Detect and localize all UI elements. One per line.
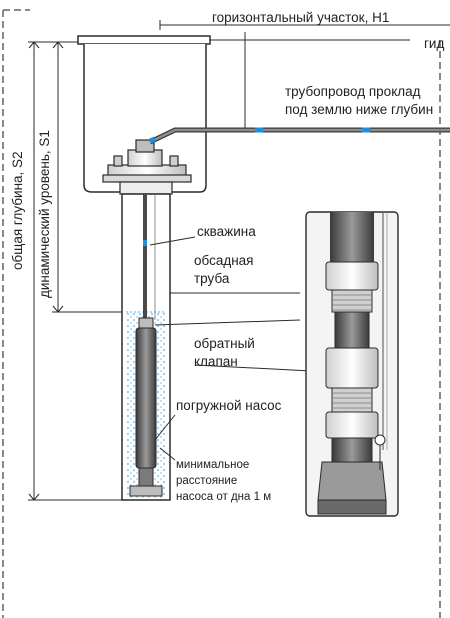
well-head bbox=[102, 139, 192, 195]
vertical-dimension-lines bbox=[28, 41, 125, 501]
label-submersible-pump: погружной насос bbox=[176, 398, 282, 413]
check-valve-detail bbox=[305, 211, 399, 517]
label-casing-line2: труба bbox=[194, 271, 230, 286]
label-pipeline-line2: под землю ниже глубин bbox=[285, 102, 434, 117]
label-min-distance-line3: насоса от дна 1 м bbox=[176, 491, 272, 503]
label-pipeline-line1: трубопровод проклад bbox=[285, 84, 421, 99]
label-horizontal-section: горизонтальный участок, H1 bbox=[212, 10, 390, 25]
label-dynamic-level: динамический уровень, S1 bbox=[37, 130, 52, 298]
drop-pipe bbox=[143, 194, 156, 320]
label-min-distance-line2: расстояние bbox=[176, 475, 238, 487]
horizontal-dimension-line bbox=[159, 20, 450, 130]
label-check-valve-line2: клапан bbox=[194, 354, 238, 369]
outlet-pipe bbox=[148, 127, 450, 145]
submersible-pump bbox=[129, 317, 163, 497]
label-check-valve-line1: обратный bbox=[194, 336, 255, 351]
label-casing-line1: обсадная bbox=[194, 253, 254, 268]
label-total-depth: общая глубина, S2 bbox=[10, 151, 25, 270]
label-hydro-cut: гид bbox=[424, 36, 445, 51]
label-well: скважина bbox=[197, 224, 256, 239]
label-min-distance-line1: минимальное bbox=[176, 459, 250, 471]
